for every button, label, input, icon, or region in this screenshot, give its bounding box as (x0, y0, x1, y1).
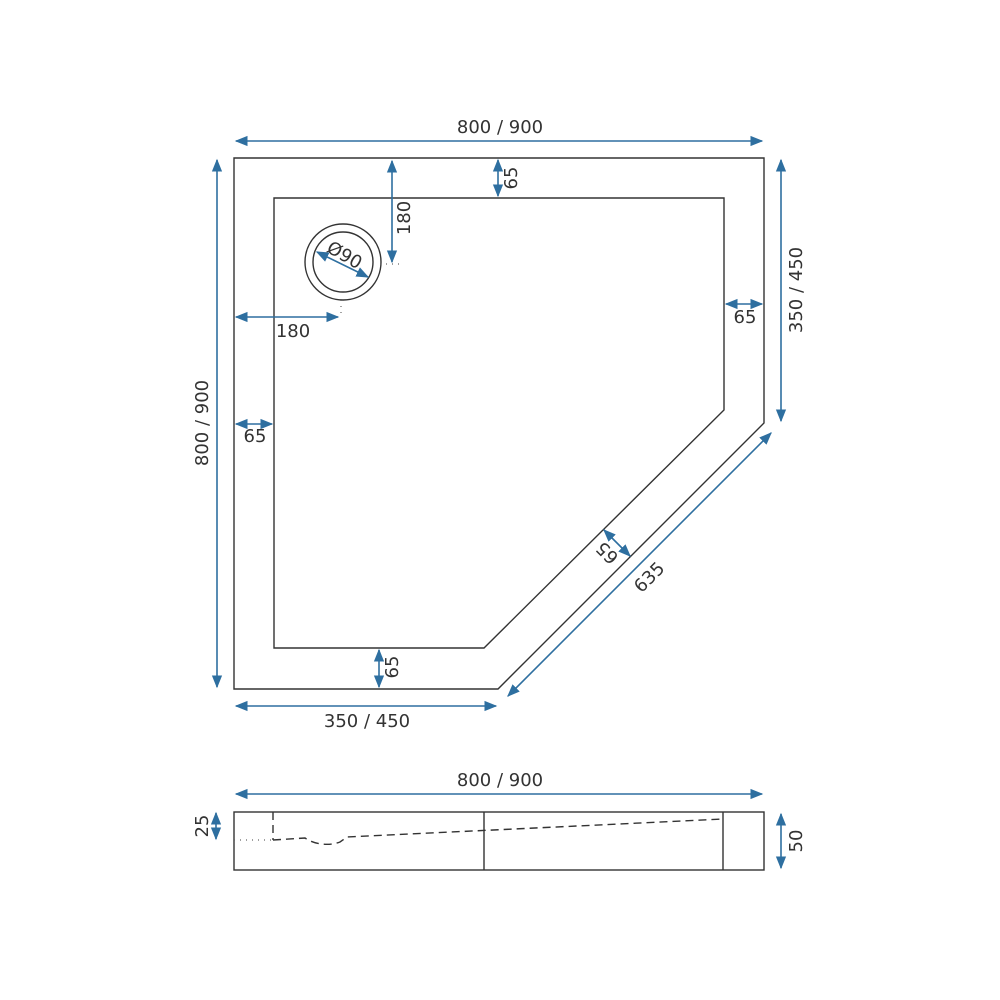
side-dim-height-label: 50 (786, 830, 807, 853)
dim-rim-bottom-label: 65 (382, 656, 403, 679)
side-dim-width-label: 800 / 900 (457, 770, 543, 791)
dim-drain-left-label: 180 (276, 321, 310, 342)
dim-drain-top-label: 180 (394, 201, 415, 235)
dim-rim-diagonal-label: 65 (592, 537, 623, 568)
side-outline (233, 811, 765, 871)
drain-outer-circle (304, 223, 382, 301)
dim-rim-left-label: 65 (244, 426, 267, 447)
dim-bottom-side-label: 350 / 450 (324, 711, 410, 732)
dim-drain-diameter-label: Ø90 (323, 237, 366, 274)
dim-rim-top-label: 65 (501, 167, 522, 190)
dim-rim-right-label: 65 (734, 307, 757, 328)
dim-depth-label: 800 / 900 (192, 380, 213, 466)
dim-diagonal-label: 635 (630, 558, 669, 597)
side-view: 800 / 900 25 50 (192, 770, 807, 871)
dim-rim-diagonal-line (603, 529, 631, 557)
dim-width-label: 800 / 900 (457, 117, 543, 138)
dim-diagonal-line (507, 432, 772, 697)
side-dim-drain-height-label: 25 (192, 815, 213, 838)
dim-right-side-label: 350 / 450 (786, 247, 807, 333)
dim-drain-diameter-line (315, 251, 370, 278)
plan-view: 800 / 900 800 / 900 350 / 450 350 / 450 … (192, 117, 807, 732)
drain-inner-circle (312, 231, 374, 293)
